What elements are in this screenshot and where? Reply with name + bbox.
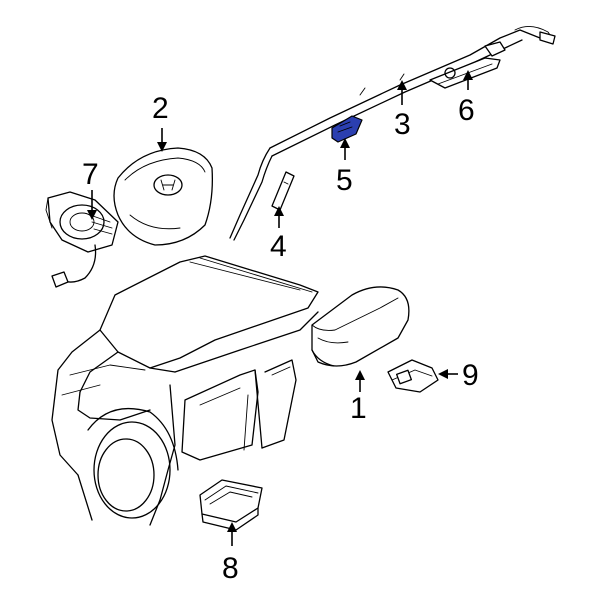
callout-labels: 1 2 3 4 5 6 7 8 9 bbox=[82, 92, 479, 585]
callout-1: 1 bbox=[350, 392, 367, 425]
callout-5: 5 bbox=[336, 164, 353, 197]
rear-bracket-icon bbox=[429, 41, 506, 89]
pillar-bracket-icon bbox=[271, 171, 295, 211]
impact-sensor-icon bbox=[387, 359, 439, 393]
side-curtain-airbag-icon bbox=[229, 26, 556, 241]
callout-6: 6 bbox=[458, 94, 475, 127]
callout-4: 4 bbox=[270, 230, 287, 263]
steering-wheel-airbag-icon bbox=[113, 147, 213, 246]
callout-3: 3 bbox=[394, 108, 411, 141]
airbag-clip-icon bbox=[331, 115, 363, 143]
vehicle-outline-icon bbox=[51, 255, 319, 526]
clockspring-icon bbox=[45, 191, 119, 288]
airbag-control-module-icon bbox=[199, 479, 263, 531]
callout-arrows bbox=[87, 70, 473, 546]
callout-8: 8 bbox=[222, 552, 239, 585]
callout-7: 7 bbox=[82, 158, 99, 191]
passenger-airbag-module-icon bbox=[311, 286, 410, 367]
callout-2: 2 bbox=[152, 92, 169, 125]
callout-9: 9 bbox=[462, 359, 479, 392]
